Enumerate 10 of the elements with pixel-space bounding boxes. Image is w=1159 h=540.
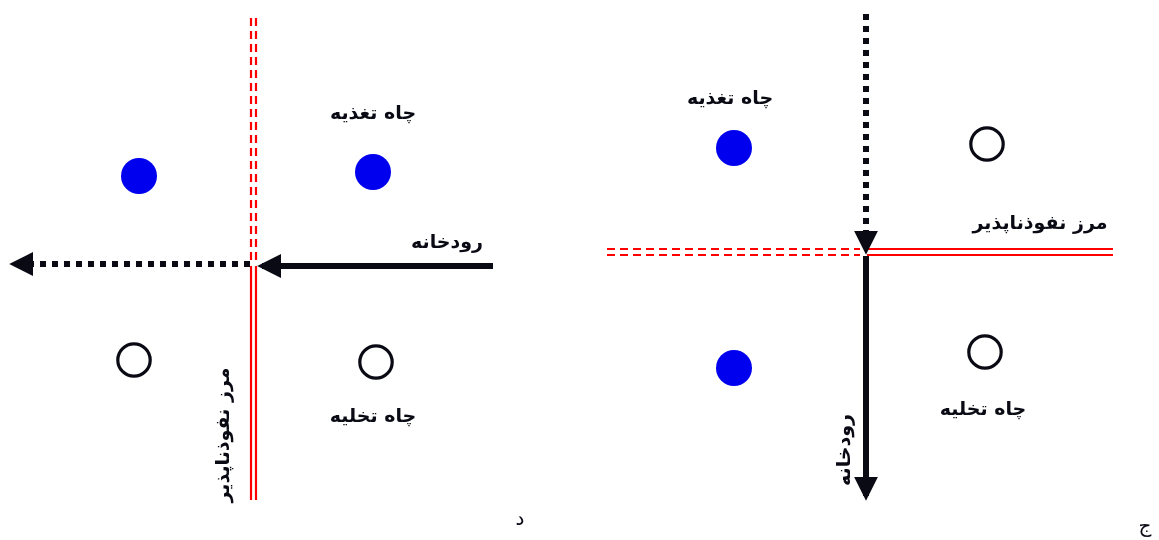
well-label: چاه تغذیه (329, 101, 417, 123)
panel-letter: د (515, 506, 525, 530)
river-label: رودخانه (411, 230, 483, 252)
well-label: چاه تخلیه (329, 404, 417, 426)
well-label: چاه تغذیه (686, 86, 774, 108)
boundary-label: مرز نفوذناپذیر (211, 367, 233, 503)
boundary-label: مرز نفوذناپذیر (972, 211, 1108, 233)
river-label: رودخانه (832, 414, 854, 486)
panel-letter: ج (1138, 513, 1152, 537)
well-label: چاه تخلیه (939, 397, 1027, 419)
